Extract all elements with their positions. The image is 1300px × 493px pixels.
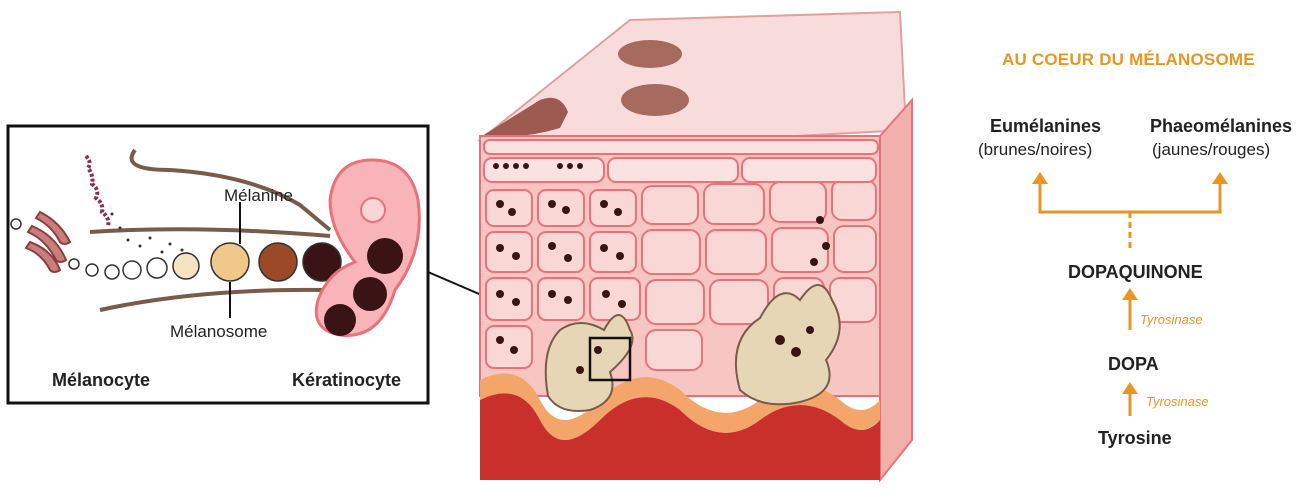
- granular-layers: [484, 140, 878, 182]
- eumelanines-label: Eumélanines: [990, 116, 1101, 137]
- epidermis-side: [880, 100, 912, 480]
- keratinocyte-label: Kératinocyte: [292, 370, 401, 391]
- dopa-label: DOPA: [1108, 354, 1159, 375]
- tyrosine-label: Tyrosine: [1098, 428, 1172, 449]
- melanine-label: Mélanine: [224, 186, 293, 206]
- branch-connector: [1040, 182, 1220, 212]
- melanocyte-label: Mélanocyte: [52, 370, 150, 391]
- arrowhead-phaeomelanines: [1212, 172, 1228, 184]
- arrowhead-dopa: [1122, 382, 1138, 394]
- tyrosinase-enzyme-2: Tyrosinase: [1146, 394, 1209, 409]
- keratinocyte-nucleus: [361, 198, 385, 222]
- phaeomelanines-sub: (jaunes/rouges): [1152, 140, 1270, 160]
- melanosome-label: Mélanosome: [170, 322, 267, 342]
- skin-block: [480, 12, 912, 480]
- tyrosinase-enzyme-1: Tyrosinase: [1140, 312, 1203, 327]
- dopaquinone-label: DOPAQUINONE: [1068, 262, 1203, 283]
- melanocyte-inset: [8, 126, 428, 403]
- arrowhead-dopaquinone: [1122, 288, 1138, 300]
- arrowhead-eumelanines: [1032, 172, 1048, 184]
- phaeomelanines-label: Phaeomélanines: [1150, 116, 1292, 137]
- pathway-title: AU COEUR DU MÉLANOSOME: [1002, 50, 1255, 70]
- eumelanines-sub: (brunes/noires): [978, 140, 1092, 160]
